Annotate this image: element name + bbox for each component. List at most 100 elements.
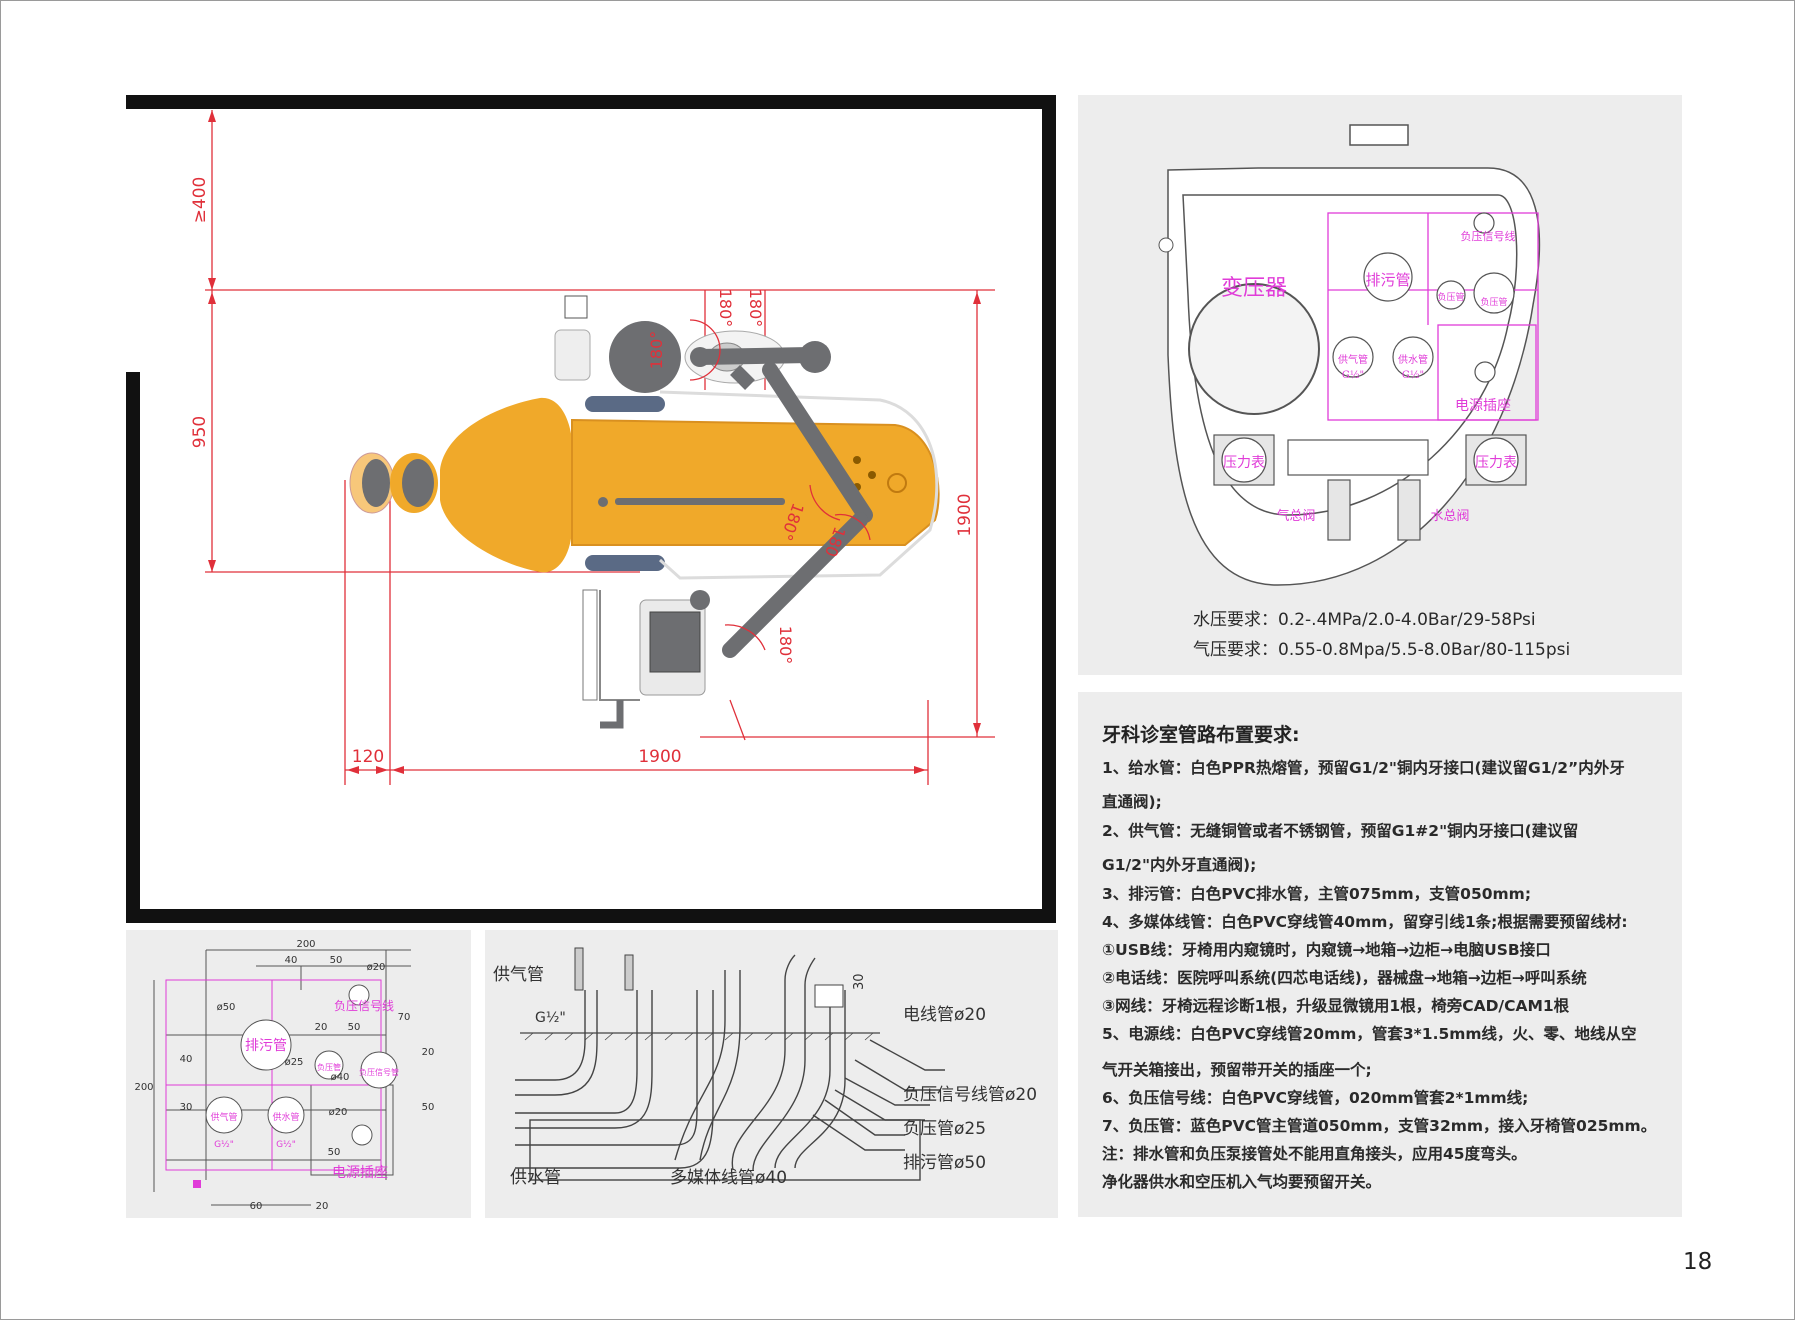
base-power-socket-label: 电源插座 xyxy=(1455,398,1511,414)
floor-hatch xyxy=(524,1032,874,1041)
base-negative-small-label: 负压管 xyxy=(1480,296,1507,308)
requirement-line: 3、排污管：白色PVC排水管，主管075mm，支管050mm; xyxy=(1102,885,1532,903)
requirement-line: ③网线：牙椅远程诊断1根，升级显微镜用1根，椅旁CAD/CAM1根 xyxy=(1102,997,1570,1015)
angle-label-1: 180° xyxy=(647,331,666,370)
sp-d60: 60 xyxy=(250,1201,263,1212)
base-gauge-right-label: 压力表 xyxy=(1475,455,1517,471)
instrument-arm xyxy=(554,295,873,729)
ps-g-half: G½" xyxy=(535,1010,566,1026)
small-plan-holes xyxy=(205,984,398,1146)
requirement-line: 净化器供水和空压机入气均要预留开关。 xyxy=(1102,1173,1382,1191)
base-water-pipe-label: 供水管 xyxy=(1398,353,1428,366)
requirement-line: 直通阀); xyxy=(1102,793,1162,811)
pipe-section-panel: 供气管 G½" 电线管ø20 负压信号线管ø20 负压管ø25 排污管ø50 供… xyxy=(485,930,1058,1218)
floor-plan-panel: ≥400 950 1900 120 1900 xyxy=(0,0,1080,940)
sp-phi20: ø20 xyxy=(367,962,386,973)
base-negative-signal-label: 负压信号线 xyxy=(1461,229,1516,243)
requirement-line: 2、供气管：无缝铜管或者不锈钢管，预留G1#2"铜内牙接口(建议留 xyxy=(1102,822,1579,840)
sp-negative-small: 负压信号管 xyxy=(359,1067,399,1077)
sp-d20-bottom: 20 xyxy=(316,1201,329,1212)
requirement-line: 1、给水管：白色PPR热熔管，预留G1/2"铜内牙接口(建议留G1/2”内外牙 xyxy=(1102,759,1625,777)
sp-d50-top: 50 xyxy=(330,955,343,966)
requirement-line: ①USB线：牙椅用内窥镜时，内窥镜→地箱→边柜→电脑USB接口 xyxy=(1102,941,1551,959)
requirement-line: G1/2"内外牙直通阀); xyxy=(1102,856,1257,874)
angle-label-6: 180° xyxy=(776,626,795,665)
ps-d30: 30 xyxy=(852,973,867,990)
ps-water-pipe: 供水管 xyxy=(510,1168,561,1188)
requirement-line: 4、多媒体线管：白色PVC穿线管40mm，留穿引线1条;根据需要预留线材: xyxy=(1102,913,1628,931)
sp-power: 电源插座 xyxy=(332,1165,388,1181)
base-negative-pipe-label: 负压管 xyxy=(1437,291,1464,303)
sp-d30-left: 30 xyxy=(180,1102,193,1113)
requirement-line: 气开关箱接出，预留带开关的插座一个; xyxy=(1102,1061,1372,1079)
requirement-line: 注：排水管和负压泵接管处不能用直角接头，应用45度弯头。 xyxy=(1102,1145,1527,1163)
base-g-half-2: G½" xyxy=(1402,370,1424,381)
base-air-pipe-label: 供气管 xyxy=(1338,353,1368,366)
power-socket-icon xyxy=(814,984,844,1008)
sp-negative-signal: 负压信号线 xyxy=(334,999,394,1013)
sp-d70: 70 xyxy=(398,1012,411,1023)
pipe-section-diagram: 供气管 G½" 电线管ø20 负压信号线管ø20 负压管ø25 排污管ø50 供… xyxy=(493,947,1037,1188)
requirements-title: 牙科诊室管路布置要求: xyxy=(1102,724,1300,746)
ps-power-line: 电线管ø20 xyxy=(903,1005,986,1025)
sp-negative: 负压管 xyxy=(317,1062,341,1072)
base-transformer-label: 变压器 xyxy=(1221,276,1287,301)
requirement-line: 5、电源线：白色PVC穿线管20mm，管套3*1.5mm线，火、零、地线从空 xyxy=(1102,1025,1637,1043)
base-g-half-1: G½" xyxy=(1342,370,1364,381)
angle-label-3: 180° xyxy=(746,289,765,328)
dim-total-height: 1900 xyxy=(955,493,975,536)
sp-d20-right: 20 xyxy=(422,1047,435,1058)
dental-chair xyxy=(349,390,940,580)
ps-drain-pipe: 排污管ø50 xyxy=(903,1153,986,1173)
sp-water: 供水管 xyxy=(272,1111,299,1123)
sp-d50-bottom: 50 xyxy=(328,1147,341,1158)
chair-base-diagram: 变压器 排污管 负压信号线 负压管 负压管 供气管 供水管 G½" G½" 电源… xyxy=(1158,124,1541,586)
dim-top-clearance: ≥400 xyxy=(190,177,210,224)
sp-drain: 排污管 xyxy=(245,1038,287,1054)
base-gauge-left-label: 压力表 xyxy=(1223,455,1265,471)
sp-d20a: 20 xyxy=(315,1022,328,1033)
wall-right xyxy=(1042,95,1056,923)
sp-d40-left: 40 xyxy=(180,1054,193,1065)
small-plan-panel: 200 40 50 ø20 ø50 20 50 ø25 70 20 200 40… xyxy=(126,930,471,1218)
floor-plan-diagram: ≥400 950 1900 120 1900 xyxy=(126,95,1056,923)
water-pressure-requirement: 水压要求：0.2-.4MPa/2.0-4.0Bar/29-58Psi xyxy=(1193,610,1536,630)
base-holes xyxy=(1332,212,1515,383)
small-plan-diagram: 200 40 50 ø20 ø50 20 50 ø25 70 20 200 40… xyxy=(134,939,435,1212)
dim-total-length: 1900 xyxy=(638,747,681,767)
requirement-line: 6、负压信号线：白色PVC穿线管，020mm管套2*1mm线; xyxy=(1102,1089,1529,1107)
wall-top xyxy=(126,95,1056,109)
base-water-valve-label: 水总阀 xyxy=(1430,509,1469,524)
base-drain-label: 排污管 xyxy=(1365,271,1410,289)
sp-d50-right: 50 xyxy=(422,1102,435,1113)
wall-bottom xyxy=(126,909,1056,923)
page-number: 18 xyxy=(1683,1249,1713,1275)
dim-left-gap: 120 xyxy=(352,747,384,767)
sp-phi50: ø50 xyxy=(217,1002,236,1013)
requirement-line: ②电话线：医院呼叫系统(四芯电话线)，器械盘→地箱→边柜→呼叫系统 xyxy=(1102,969,1587,987)
angle-arcs xyxy=(689,319,871,651)
angle-label-2: 180° xyxy=(716,289,735,328)
sp-air: 供气管 xyxy=(210,1111,237,1123)
air-pressure-requirement: 气压要求：0.55-0.8Mpa/5.5-8.0Bar/80-115psi xyxy=(1193,640,1571,660)
sp-d40: 40 xyxy=(285,955,298,966)
sp-g-half-2: G½" xyxy=(276,1140,296,1150)
sp-phi25: ø25 xyxy=(285,1057,304,1068)
chair-base-panel: 变压器 排污管 负压信号线 负压管 负压管 供气管 供水管 G½" G½" 电源… xyxy=(1078,95,1682,675)
requirements-panel xyxy=(1078,692,1682,1217)
sp-d50b: 50 xyxy=(348,1022,361,1033)
sp-phi20b: ø20 xyxy=(329,1107,348,1118)
base-air-valve-label: 气总阀 xyxy=(1276,508,1315,524)
ps-negative-pipe: 负压管ø25 xyxy=(903,1119,986,1139)
drain-pipe-body xyxy=(529,1119,921,1181)
water-valve-icon xyxy=(624,954,634,991)
sp-d200-top: 200 xyxy=(296,939,315,950)
wall-left xyxy=(126,372,140,923)
ps-air-pipe: 供气管 xyxy=(493,965,544,985)
sp-d200-left: 200 xyxy=(134,1082,153,1093)
dim-chair-width: 950 xyxy=(190,416,210,448)
dimension-arrows xyxy=(208,110,981,774)
sp-phi40: ø40 xyxy=(331,1072,350,1083)
air-valve-icon xyxy=(574,947,584,991)
base-valves xyxy=(1213,434,1527,541)
